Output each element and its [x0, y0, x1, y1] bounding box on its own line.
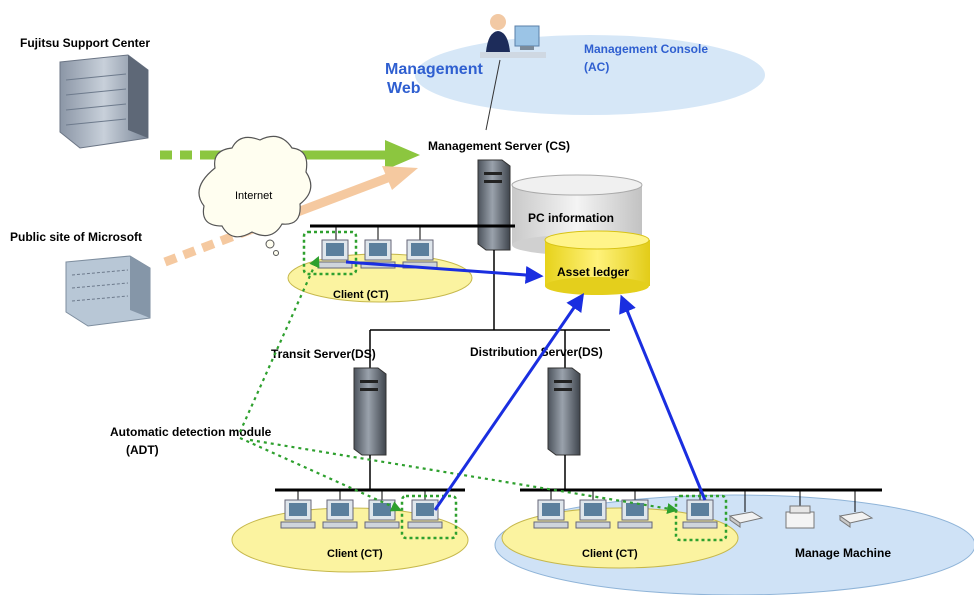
management-web-label-1: Management: [385, 61, 483, 78]
distribution-server-label: Distribution Server(DS): [470, 345, 603, 359]
printer-icon: [785, 505, 815, 529]
managed-devices: [728, 490, 874, 529]
adt-highlight-top: [302, 230, 358, 276]
client-right-label: Client (CT): [582, 548, 638, 560]
management-server-icon: [477, 159, 511, 251]
transit-server-label: Transit Server(DS): [271, 347, 376, 361]
operator-icon: [480, 14, 546, 58]
management-web-label-2: Web: [387, 80, 421, 97]
manage-machine-label: Manage Machine: [795, 546, 891, 560]
building-icon: [59, 54, 149, 149]
asset-ledger-db-icon: [544, 230, 650, 295]
transit-server-icon: [353, 367, 387, 456]
adt-label-1: Automatic detection module: [110, 425, 272, 439]
pc-icon: [407, 499, 443, 529]
client-left-label: Client (CT): [327, 548, 383, 560]
internet-cloud-icon: [198, 135, 312, 256]
pc-icon: [402, 239, 438, 269]
asset-ledger-label: Asset ledger: [557, 265, 629, 279]
top-client-pcs: [317, 226, 438, 269]
router-icon: [728, 511, 764, 528]
distribution-server-icon: [547, 367, 581, 456]
pc-icon: [364, 499, 400, 529]
internet-label: Internet: [235, 190, 272, 202]
pc-icon: [280, 499, 316, 529]
pc-icon: [317, 239, 353, 269]
console-link: [485, 59, 501, 131]
management-server-label: Management Server (CS): [428, 139, 570, 153]
pc-information-label: PC information: [528, 211, 614, 225]
management-console-label: Management Console: [584, 42, 708, 56]
pc-icon: [617, 499, 653, 529]
support-center-label: Fujitsu Support Center: [20, 36, 150, 50]
adt-detection-lines: [238, 255, 679, 515]
client-top-label: Client (CT): [333, 289, 389, 301]
pc-icon: [322, 499, 358, 529]
pc-icon: [533, 499, 569, 529]
left-client-pcs: [280, 490, 443, 529]
pc-icon: [575, 499, 611, 529]
microsoft-building-icon: [65, 255, 151, 327]
inventory-upload-arrows: [345, 260, 707, 511]
management-console-ac-label: (AC): [584, 60, 609, 74]
pc-icon: [682, 499, 718, 529]
hub-icon: [838, 511, 874, 528]
microsoft-label: Public site of Microsoft: [10, 230, 142, 244]
adt-label-2: (ADT): [126, 443, 159, 457]
adt-highlight-left: [400, 494, 458, 540]
right-client-pcs: [533, 490, 718, 529]
adt-highlight-right: [674, 494, 728, 542]
